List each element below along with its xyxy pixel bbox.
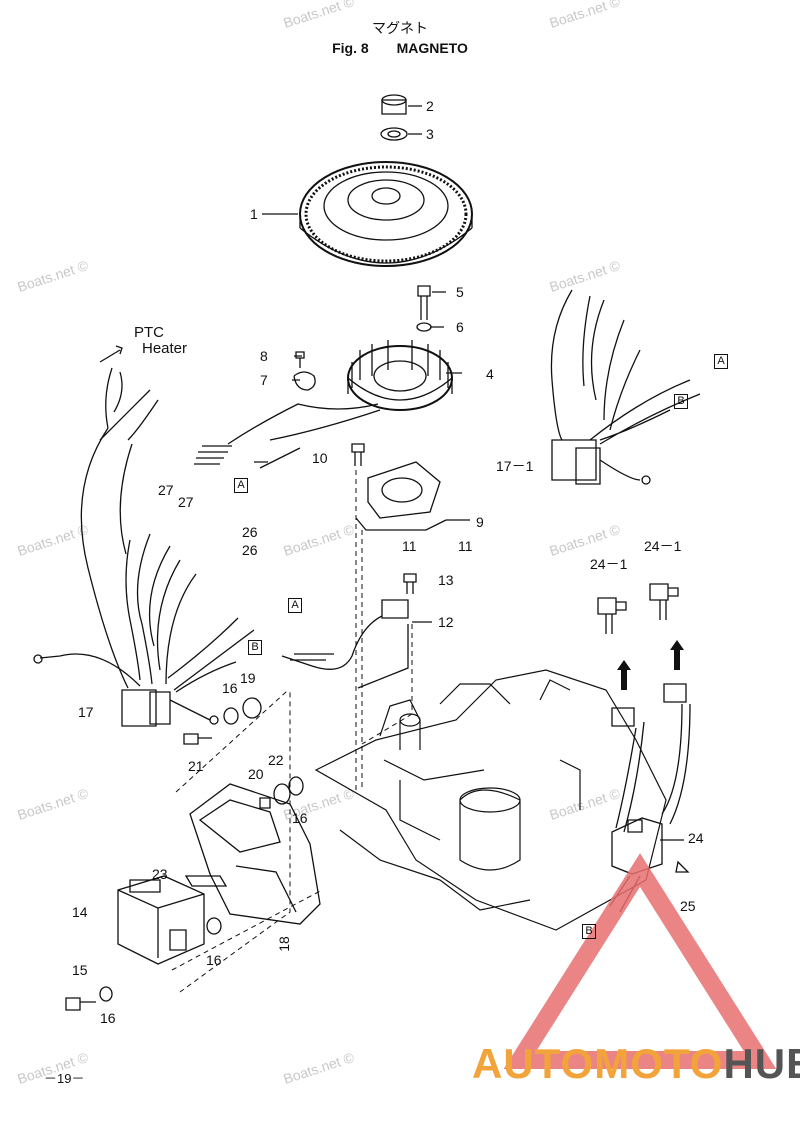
- figure-name: MAGNETO: [396, 40, 468, 56]
- connector-ref-a: A: [714, 354, 728, 369]
- connector-ref-b: B: [674, 394, 688, 409]
- pulser-drawing: [355, 461, 447, 531]
- heater-label: Heater: [142, 340, 188, 357]
- callout-8: 8: [260, 348, 268, 364]
- cdi-unit-drawing: [117, 875, 205, 965]
- callout-18: 18: [275, 936, 292, 952]
- callout-14: 14: [72, 904, 88, 920]
- callout-25: 25: [680, 898, 696, 914]
- callout-27: 27: [178, 494, 194, 510]
- nut-drawing: [380, 94, 408, 141]
- brand-logo-triangle: [503, 853, 777, 1069]
- callout-13: 13: [438, 572, 454, 588]
- callout-7: 7: [260, 372, 268, 388]
- stator-drawing: [347, 340, 453, 411]
- ptc-label: PTC: [134, 324, 164, 341]
- connector-ref-a: A: [234, 478, 248, 493]
- callout-4: 4: [486, 366, 494, 382]
- callout-10: 10: [312, 450, 328, 466]
- bracket-drawing: [189, 783, 321, 925]
- callout-20: 20: [248, 766, 264, 782]
- callout-16: 16: [222, 680, 238, 696]
- brand-part-hub: HUB: [723, 1040, 800, 1087]
- callout-5: 5: [456, 284, 464, 300]
- callout-1: 1: [250, 206, 258, 222]
- callout-6: 6: [456, 319, 464, 335]
- callout-23: 23: [152, 866, 168, 882]
- callout-11: 11: [402, 538, 417, 554]
- connector-ref-a: A: [288, 598, 302, 613]
- callout-24: 24: [688, 830, 704, 846]
- callout-9: 9: [476, 514, 484, 530]
- connector-ref-b: B: [248, 640, 262, 655]
- callout-17: 17: [78, 704, 94, 720]
- figure-label: Fig. 8: [332, 40, 369, 56]
- engine-block-drawing: [314, 669, 667, 931]
- callout-17-1: 17－1: [496, 458, 534, 474]
- callout-27: 27: [158, 482, 174, 498]
- callout-16: 16: [100, 1010, 116, 1026]
- callout-26: 26: [242, 542, 258, 558]
- callout-11: 11: [458, 538, 473, 554]
- japanese-title: マグネト: [372, 21, 428, 37]
- brand-part-auto: AUTO: [472, 1040, 595, 1087]
- callout-26: 26: [242, 524, 258, 540]
- brand-wordmark: AUTOMOTOHUB: [472, 1040, 800, 1088]
- figure-title: Fig. 8 MAGNETO: [0, 40, 800, 56]
- callout-2: 2: [426, 98, 434, 114]
- callout-15: 15: [72, 962, 88, 978]
- flywheel-drawing: [299, 161, 473, 267]
- callout-12: 12: [438, 614, 454, 630]
- brand-part-moto: MOTO: [594, 1040, 724, 1087]
- callout-19: 19: [240, 670, 256, 686]
- connector-ref-b: B: [582, 924, 596, 939]
- callout-21: 21: [188, 758, 204, 774]
- callout-22: 22: [268, 752, 284, 768]
- callout-16: 16: [206, 952, 222, 968]
- page-number: －19－: [44, 1071, 85, 1086]
- callout-16: 16: [292, 810, 308, 826]
- callout-3: 3: [426, 126, 434, 142]
- callout-24-1: 24－1: [590, 556, 628, 572]
- callout-24-1: 24－1: [644, 538, 682, 554]
